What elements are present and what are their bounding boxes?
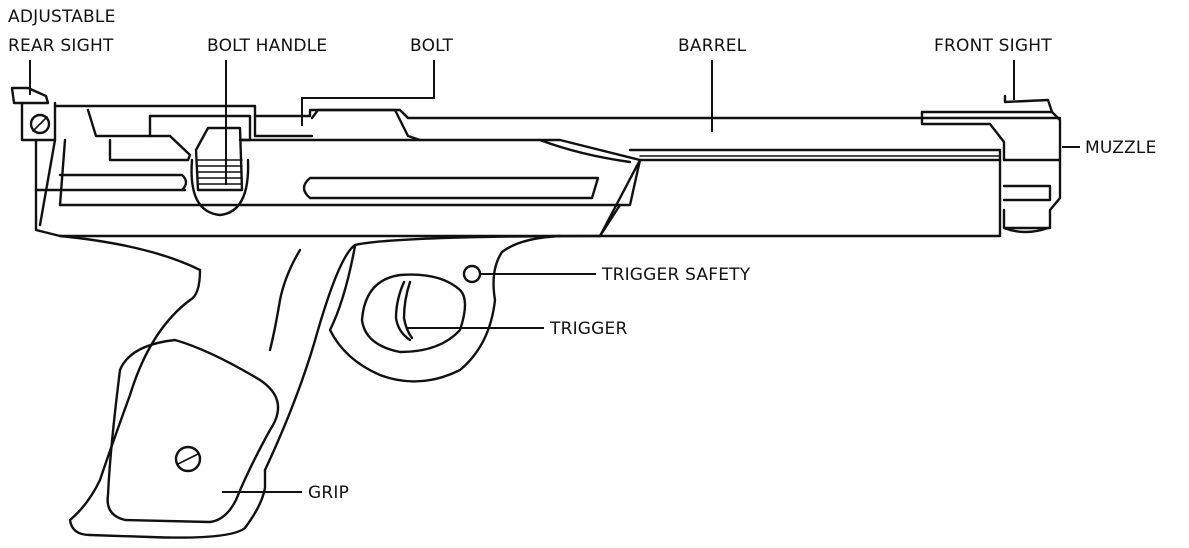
leader-bolt xyxy=(301,60,435,126)
label-rear-sight-line2: REAR SIGHT xyxy=(8,36,114,56)
label-front-sight: FRONT SIGHT xyxy=(934,36,1052,56)
label-trigger: TRIGGER xyxy=(550,319,628,339)
label-rear-sight-line1: ADJUSTABLE xyxy=(8,7,116,27)
label-trigger-safety: TRIGGER SAFETY xyxy=(602,265,751,285)
barrel-shape xyxy=(598,148,1002,238)
label-bolt-handle: BOLT HANDLE xyxy=(207,36,328,56)
receiver-shape xyxy=(34,104,1062,238)
rear-sight-shape xyxy=(10,86,57,142)
label-grip: GRIP xyxy=(308,483,350,503)
leader-lines xyxy=(29,60,1080,493)
label-muzzle: MUZZLE xyxy=(1085,138,1157,158)
label-barrel: BARREL xyxy=(678,36,747,56)
label-bolt: BOLT xyxy=(410,36,454,56)
frame-shape xyxy=(58,234,602,539)
bolt-handle-shape xyxy=(190,126,250,217)
front-sight-shape xyxy=(920,94,1062,234)
